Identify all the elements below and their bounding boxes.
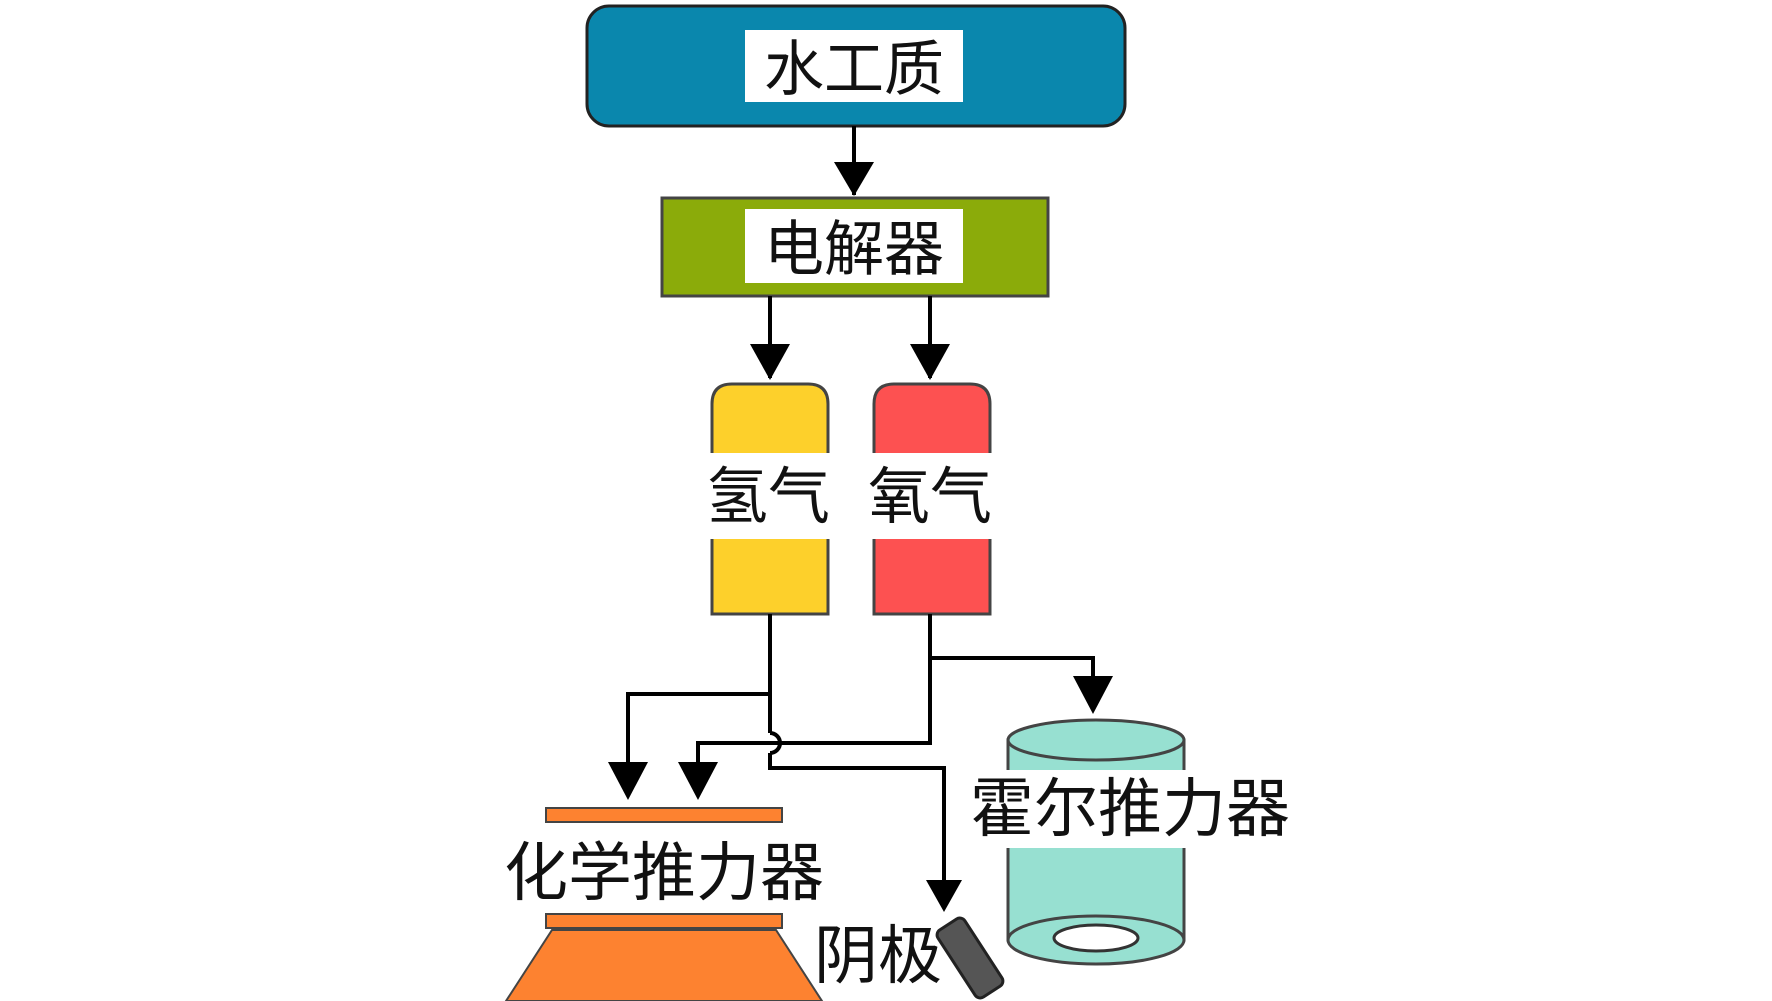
electrolyzer-label-bg: [745, 209, 963, 283]
hall-thruster-channel: [1052, 923, 1140, 953]
arrowhead-h2-cathode: [926, 880, 962, 912]
hydrogen-label: 氢气: [706, 460, 830, 533]
pipe-hydrogen-to-chemical: [626, 692, 770, 765]
arrowhead-o2-chemical: [678, 762, 718, 800]
pipe-hydrogen-lower: [768, 753, 946, 888]
pipe-oxygen-to-chemical: [696, 614, 932, 765]
hydrogen-tank: 氢气: [700, 382, 840, 616]
chemical-thruster-top-plate: [545, 807, 783, 823]
chemical-thruster-mid-plate: [545, 913, 783, 929]
electrolyzer-node: 电解器: [660, 196, 1050, 298]
pipe-oxygen-to-hall: [930, 656, 1095, 678]
electrolyzer-label: 电解器: [764, 215, 944, 285]
pipes: [626, 614, 1095, 888]
hall-thruster-label: 霍尔推力器: [970, 773, 1290, 847]
arrowhead-to-hydrogen: [750, 344, 790, 380]
cathode-label: 阴极: [814, 920, 942, 994]
arrowhead-to-oxygen: [910, 344, 950, 380]
chemical-thruster: 化学推力器: [504, 807, 824, 1001]
hall-thruster-label-bg: [958, 770, 1220, 848]
water-label: 水工质: [764, 35, 944, 105]
hall-thruster: 霍尔推力器: [958, 718, 1290, 966]
water-label-bg: [745, 30, 963, 102]
chemical-thruster-label: 化学推力器: [504, 837, 824, 911]
oxygen-label: 氧气: [868, 460, 992, 533]
hydrogen-label-bg: [700, 453, 840, 539]
cathode-rod: [935, 916, 1005, 1000]
hall-thruster-top: [1006, 718, 1186, 762]
oxygen-tank: 氧气: [862, 382, 1002, 616]
oxygen-label-bg: [862, 453, 1002, 539]
arrowhead-water-to-electrolyzer: [834, 162, 874, 196]
arrowhead-h2-chemical: [608, 762, 648, 800]
cathode: 阴极: [814, 916, 1005, 1000]
chemical-thruster-nozzle: [504, 929, 824, 1001]
water-node: 水工质: [585, 4, 1127, 128]
arrowhead-o2-hall: [1073, 676, 1113, 714]
